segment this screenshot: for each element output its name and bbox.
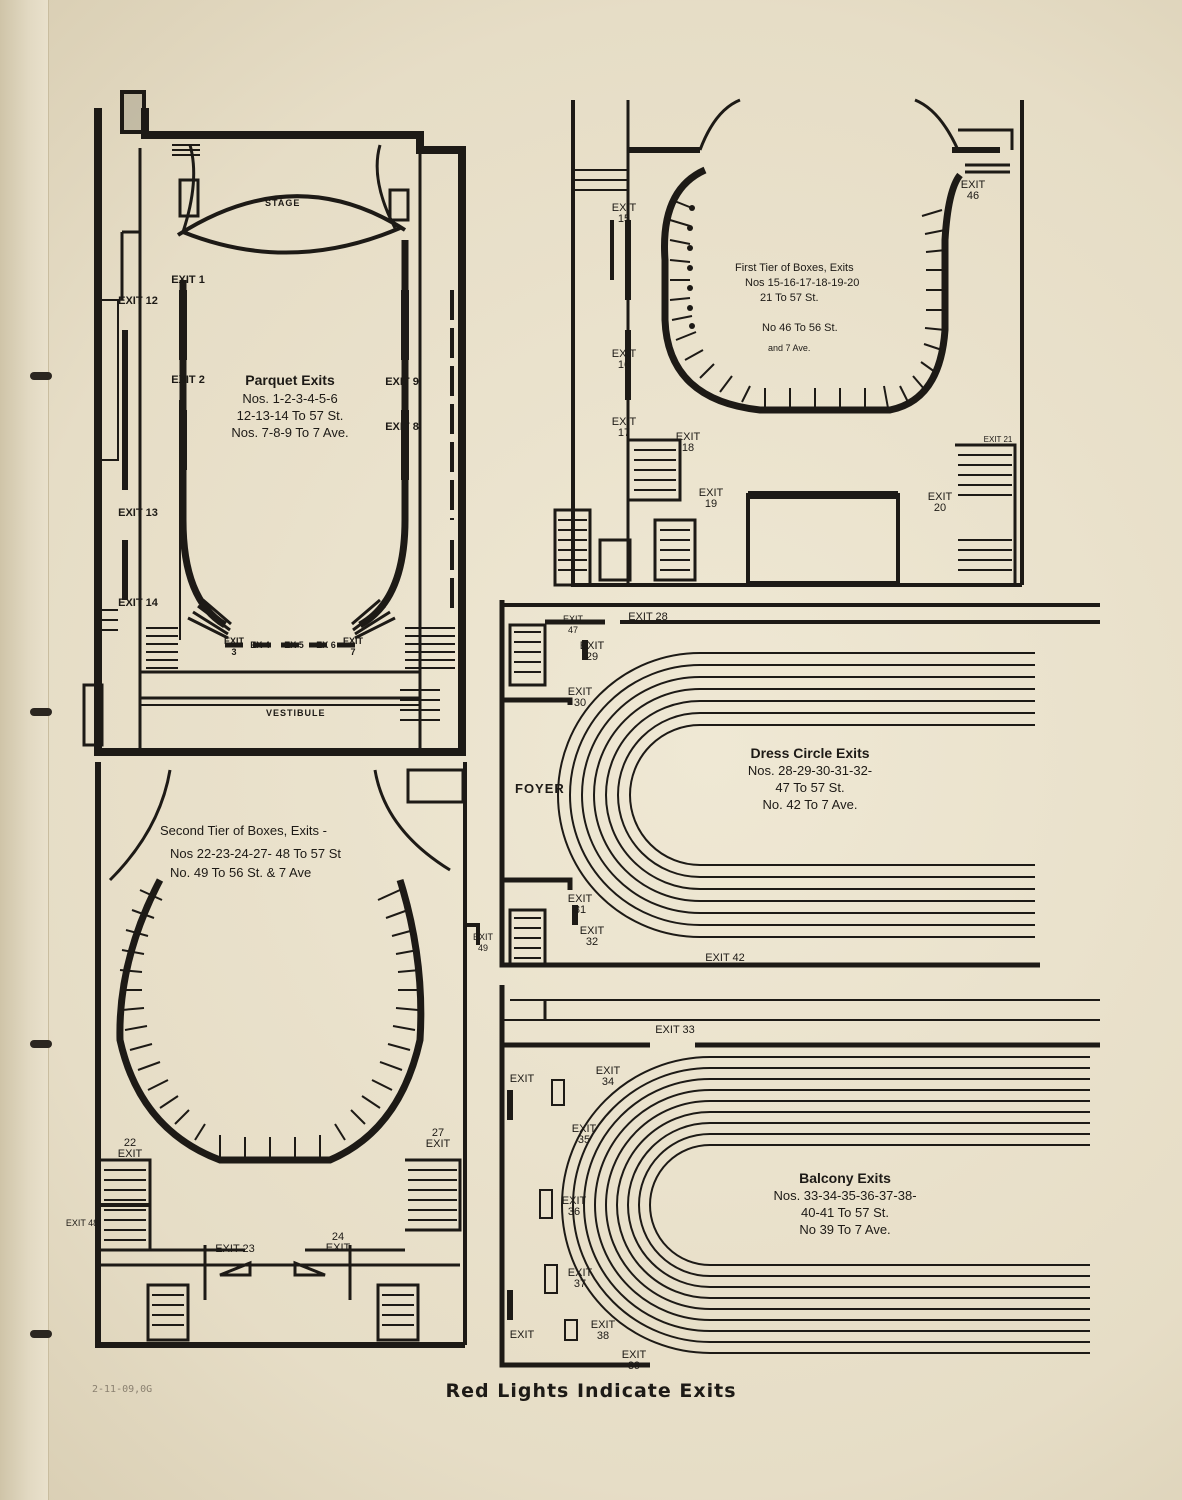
exit-32-label: EXIT 32	[579, 925, 605, 948]
exit-35-label: EXIT 35	[571, 1123, 597, 1146]
parquet-exits-line2: 12-13-14 To 57 St.	[236, 408, 344, 423]
dress-circle-line2: 47 To 57 St.	[775, 780, 845, 795]
exit-33-label: EXIT 33	[655, 1024, 695, 1036]
exit-34-label: EXIT 34	[595, 1065, 621, 1088]
exit-41-label: EXIT	[509, 1329, 535, 1341]
parquet-exits-line1: Nos. 1-2-3-4-5-6	[242, 391, 338, 406]
exit-2-label: EXIT 2	[171, 374, 205, 386]
binding-stitch	[30, 1040, 52, 1048]
parquet-exits-line3: Nos. 7-8-9 To 7 Ave.	[231, 425, 349, 440]
parquet-plan	[82, 90, 466, 756]
exit-15-label: EXIT 15	[611, 202, 637, 225]
exit-39-label: EXIT 39	[621, 1349, 647, 1372]
exit-49-label: EXIT 49	[472, 932, 493, 953]
dress-circle-line3: No. 42 To 7 Ave.	[762, 797, 858, 812]
first-tier-line1: Nos 15-16-17-18-19-20	[745, 277, 860, 289]
exit-24-label: 24 EXIT	[325, 1231, 351, 1254]
exit-19-label: EXIT 19	[698, 487, 724, 510]
dress-circle-title: Dress Circle Exits	[750, 745, 870, 761]
exit-23-label: EXIT 23	[215, 1243, 255, 1255]
balcony-line2: 40-41 To 57 St.	[801, 1205, 889, 1220]
exit-1-label: EXIT 1	[171, 274, 205, 286]
exit-17-label: EXIT 17	[611, 416, 637, 439]
exit-29-label: EXIT 29	[579, 640, 605, 663]
parquet-exits-title: Parquet Exits	[245, 372, 335, 388]
stage-label: STAGE	[265, 198, 301, 208]
exit-36-label: EXIT 36	[561, 1195, 587, 1218]
exit-8-label: EXIT 8	[385, 421, 419, 433]
exit-31-label: EXIT 31	[567, 893, 593, 916]
exit-18-label: EXIT 18	[675, 431, 701, 454]
first-tier-line4: and 7 Ave.	[768, 343, 811, 353]
exit-38-label: EXIT 38	[590, 1319, 616, 1342]
exit-22-label: 22 EXIT	[117, 1137, 143, 1160]
first-tier-title: First Tier of Boxes, Exits	[735, 262, 854, 274]
exit-9-label: EXIT 9	[385, 376, 419, 388]
exit-13-label: EXIT 13	[118, 507, 158, 519]
pencil-note: 2-11-09,0G	[92, 1384, 153, 1395]
exit-5-label: EX 5	[284, 640, 304, 650]
exit-3-label: EXIT 3	[223, 636, 244, 657]
first-tier-plan	[553, 98, 1024, 587]
exit-37-label: EXIT 37	[567, 1267, 593, 1290]
dress-circle-plan	[499, 600, 1100, 968]
exit-28-label: EXIT 28	[628, 611, 668, 623]
balcony-title: Balcony Exits	[799, 1170, 891, 1186]
exit-16-label: EXIT 16	[611, 348, 637, 371]
balcony-plan	[499, 985, 1100, 1368]
first-tier-line3: No 46 To 56 St.	[762, 322, 838, 334]
exit-6-label: EX 6	[316, 640, 336, 650]
exit-48-label: EXIT 48	[65, 1218, 99, 1228]
exit-12-label: EXIT 12	[118, 295, 158, 307]
caption-red-lights: Red Lights Indicate Exits	[445, 1380, 737, 1402]
exit-27-label: 27 EXIT	[425, 1127, 451, 1150]
second-tier-line1: Nos 22-23-24-27- 48 To 57 St	[170, 846, 342, 861]
second-tier-title: Second Tier of Boxes, Exits -	[160, 823, 327, 838]
exit-7-label: EXIT 7	[342, 636, 363, 657]
foyer-label: FOYER	[515, 781, 565, 796]
exit-14-label: EXIT 14	[118, 597, 158, 609]
second-tier-plan	[95, 762, 480, 1348]
exit-47-label: EXIT 47	[562, 614, 583, 635]
exit-21-label: EXIT 21	[983, 435, 1013, 444]
exit-4-label: EX 4	[250, 640, 270, 650]
balcony-line1: Nos. 33-34-35-36-37-38-	[773, 1188, 917, 1203]
binding-stitch	[30, 372, 52, 380]
binding-stitch	[30, 1330, 52, 1338]
exit-46-label: EXIT 46	[960, 179, 986, 202]
exit-30-label: EXIT 30	[567, 686, 593, 709]
exit-40-label: EXIT	[509, 1073, 535, 1085]
binding-gutter	[0, 0, 52, 1500]
balcony-line3: No 39 To 7 Ave.	[799, 1222, 891, 1237]
vestibule-label: VESTIBULE	[266, 708, 326, 718]
exit-42-label: EXIT 42	[705, 952, 745, 964]
binding-stitch	[30, 708, 52, 716]
dress-circle-line1: Nos. 28-29-30-31-32-	[747, 763, 873, 778]
exit-20-label: EXIT 20	[927, 491, 953, 514]
second-tier-line2: No. 49 To 56 St. & 7 Ave	[170, 865, 312, 880]
first-tier-line2: 21 To 57 St.	[760, 292, 819, 304]
